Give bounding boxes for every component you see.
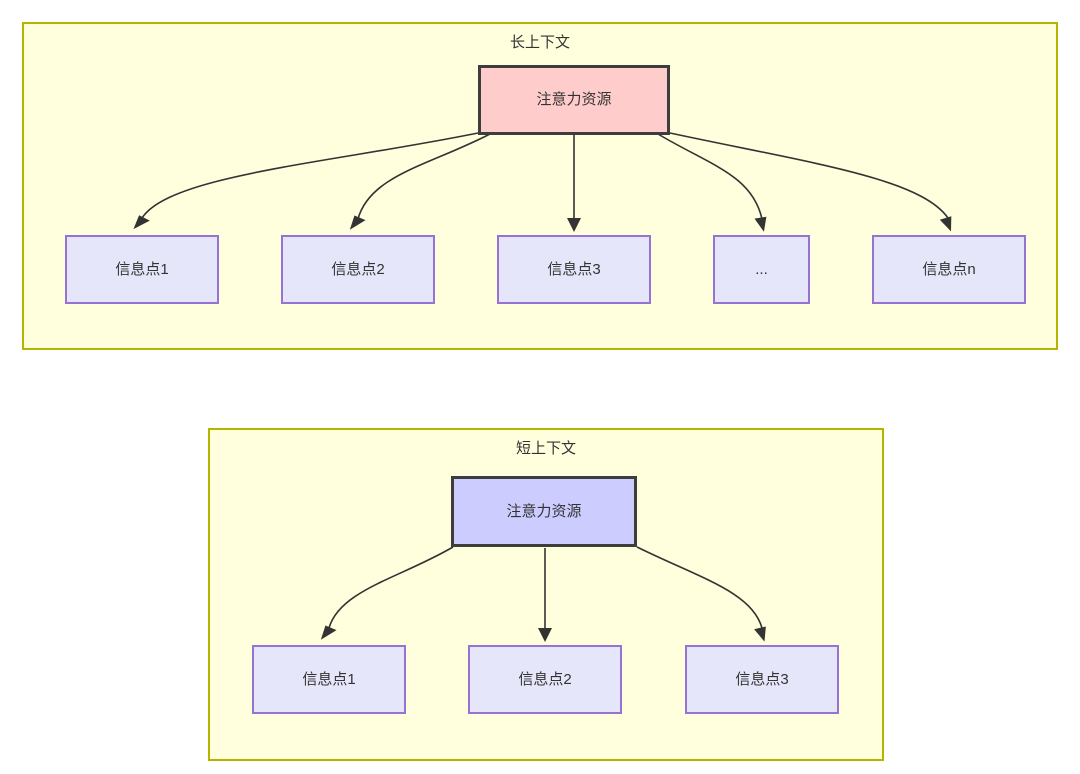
node-label: 信息点3 <box>547 260 601 278</box>
edge-path <box>141 132 479 219</box>
edge-path <box>669 132 949 219</box>
node-label: 注意力资源 <box>536 91 612 108</box>
edge-long-attn-to-info1 <box>133 132 479 230</box>
node-label: 信息点n <box>922 260 976 278</box>
panel-short-context-title: 短上下文 <box>515 440 576 457</box>
edge-long-attn-to-infon <box>669 132 952 232</box>
panel-long-context-title: 长上下文 <box>509 34 570 51</box>
arrow-head-icon <box>754 216 767 232</box>
edge-short-attn-to-info2 <box>538 548 552 642</box>
edge-path <box>657 133 763 220</box>
node-label: 信息点1 <box>115 260 169 278</box>
node-info-point-2-short[interactable]: 信息点2 <box>468 645 622 714</box>
node-info-point-n-long[interactable]: 信息点n <box>872 235 1026 304</box>
edge-short-attn-to-info1 <box>320 546 454 640</box>
arrow-head-icon <box>320 625 337 640</box>
edge-long-attn-to-dots <box>657 133 767 232</box>
node-label: 信息点2 <box>331 260 385 278</box>
node-attention-resource-short[interactable]: 注意力资源 <box>451 476 637 547</box>
node-info-point-1-long[interactable]: 信息点1 <box>65 235 219 304</box>
arrow-head-icon <box>538 628 552 642</box>
node-info-point-1-short[interactable]: 信息点1 <box>252 645 406 714</box>
arrow-head-icon <box>754 626 766 642</box>
edge-path <box>328 546 454 629</box>
node-info-point-ellipsis-long[interactable]: ... <box>713 235 810 304</box>
node-label: 信息点2 <box>518 670 572 688</box>
edge-short-attn-to-info3 <box>636 546 766 642</box>
node-attention-resource-long[interactable]: 注意力资源 <box>478 65 670 135</box>
node-label: 注意力资源 <box>506 502 582 520</box>
arrow-head-icon <box>939 216 952 232</box>
node-info-point-2-long[interactable]: 信息点2 <box>281 235 435 304</box>
node-label: 信息点3 <box>735 670 789 688</box>
node-info-point-3-long[interactable]: 信息点3 <box>497 235 651 304</box>
arrow-head-icon <box>133 215 150 230</box>
arrow-head-icon <box>349 215 366 230</box>
edge-long-attn-to-info2 <box>349 133 491 230</box>
edge-long-attn-to-info3 <box>567 135 581 232</box>
node-info-point-3-short[interactable]: 信息点3 <box>685 645 839 714</box>
edge-path <box>357 133 491 220</box>
edge-path <box>636 546 763 629</box>
arrow-head-icon <box>567 218 581 232</box>
node-label: ... <box>755 260 768 278</box>
node-label: 信息点1 <box>302 670 356 688</box>
